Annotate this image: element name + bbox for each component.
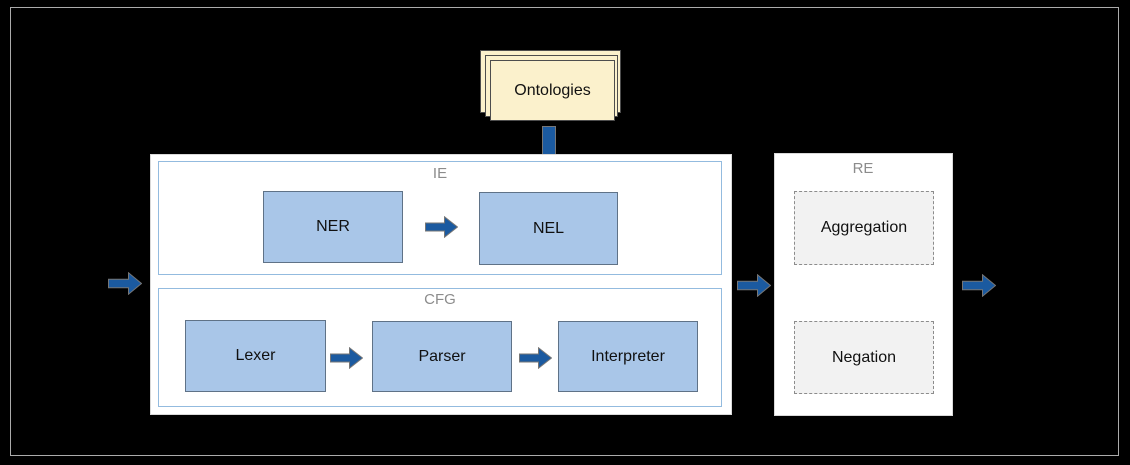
- node-parser-label: Parser: [418, 347, 466, 365]
- node-ner-label: NER: [316, 218, 350, 235]
- arrow-right-ner-nel-icon: [425, 216, 458, 238]
- ontologies-label: Ontologies: [514, 81, 591, 99]
- outer-frame: [10, 7, 1119, 456]
- node-aggregation-label: Aggregation: [820, 219, 908, 236]
- node-nel: NEL: [479, 192, 618, 265]
- node-ner: NER: [263, 191, 403, 263]
- node-interpreter-label: Interpreter: [591, 347, 665, 365]
- arrow-right-lexer-parser-icon: [330, 347, 363, 369]
- node-aggregation: Aggregation: [794, 191, 934, 265]
- arrow-right-pipeline-re-icon: [737, 274, 771, 297]
- arrow-right-output-icon: [962, 274, 996, 297]
- node-lexer-label: Lexer: [235, 347, 276, 364]
- re-group-label: RE: [852, 160, 874, 177]
- node-negation-label: Negation: [831, 348, 897, 366]
- node-negation: Negation: [794, 321, 934, 394]
- node-parser: Parser: [372, 321, 512, 392]
- arrow-right-input-icon: [108, 272, 142, 295]
- node-nel-label: NEL: [532, 219, 565, 237]
- ie-group-label: IE: [432, 165, 448, 182]
- ontologies-node: Ontologies: [490, 60, 615, 121]
- cfg-group-label: CFG: [424, 291, 456, 308]
- ie-group-frame: [158, 161, 722, 275]
- node-lexer: Lexer: [185, 320, 326, 392]
- arrow-right-parser-interpreter-icon: [519, 347, 552, 369]
- node-interpreter: Interpreter: [558, 321, 698, 392]
